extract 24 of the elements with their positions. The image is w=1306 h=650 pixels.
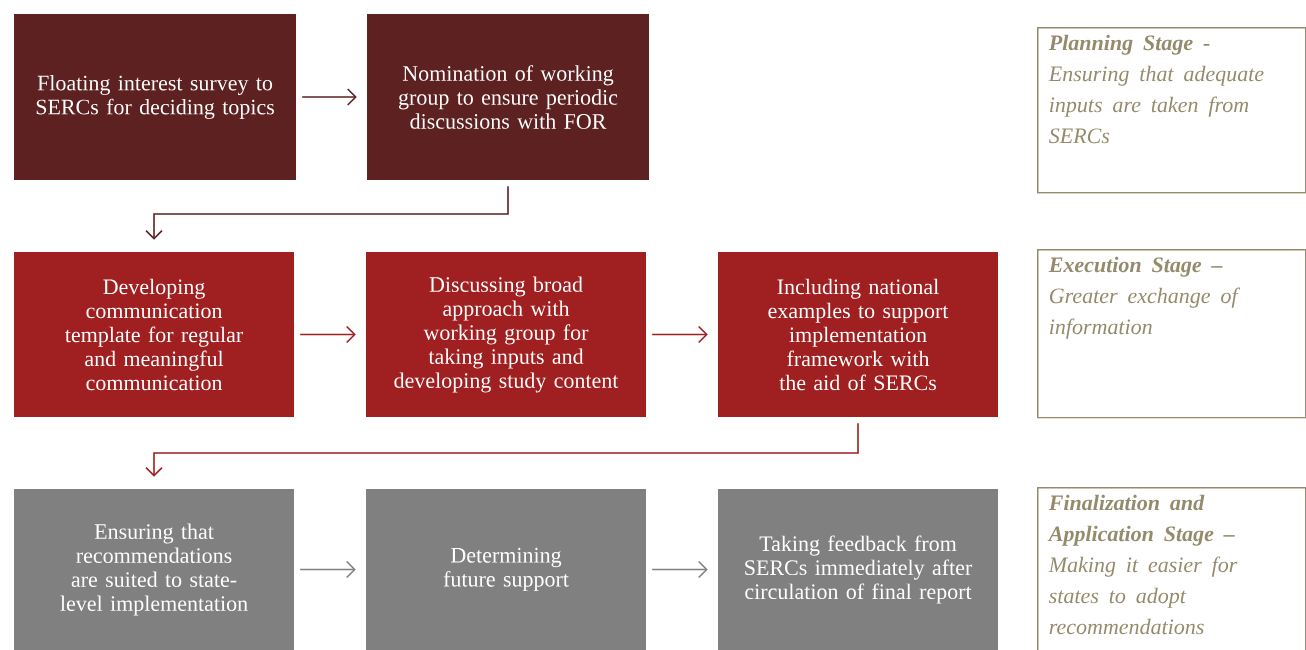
stage-box [1037,27,1306,194]
stage-heading: Finalization and Application Stage – [1047,494,1235,546]
stage-description: Greater exchange of information [1049,287,1241,339]
process-box: Taking feedback from SERCs immediately after circulation of final report [718,489,998,650]
process-box: Discussing broad approach with working group for taking inputs and developing study content [366,252,646,417]
stage-description: Making it easier for states to adopt recommendations [1048,556,1238,635]
stage-description: Ensuring that adequate inputs are taken from SERCs [1048,65,1264,144]
arrow [651,325,708,344]
arrow [299,325,356,344]
arrow [651,560,708,579]
stage-box [1037,487,1306,650]
process-box: Developing communication template for regular and meaningful communication [14,252,294,417]
stage-box [1037,249,1306,419]
process-box: Nomination of working group to ensure periodic discussions with FOR [367,14,649,180]
stage-heading: Execution Stage – [1048,256,1223,277]
arrow [145,185,509,240]
stage-heading: Planning Stage - [1048,34,1210,55]
process-box: Including national examples to support implementation framework with the aid of SERCs [718,252,998,417]
process-box: Ensuring that recommendations are suited to state-level implementation [14,489,294,650]
arrow [301,88,357,106]
arrow [299,560,356,579]
process-box: Floating interest survey to SERCs for deciding topics [14,14,296,180]
arrow [145,422,859,477]
process-box: Determining future support [366,489,646,650]
